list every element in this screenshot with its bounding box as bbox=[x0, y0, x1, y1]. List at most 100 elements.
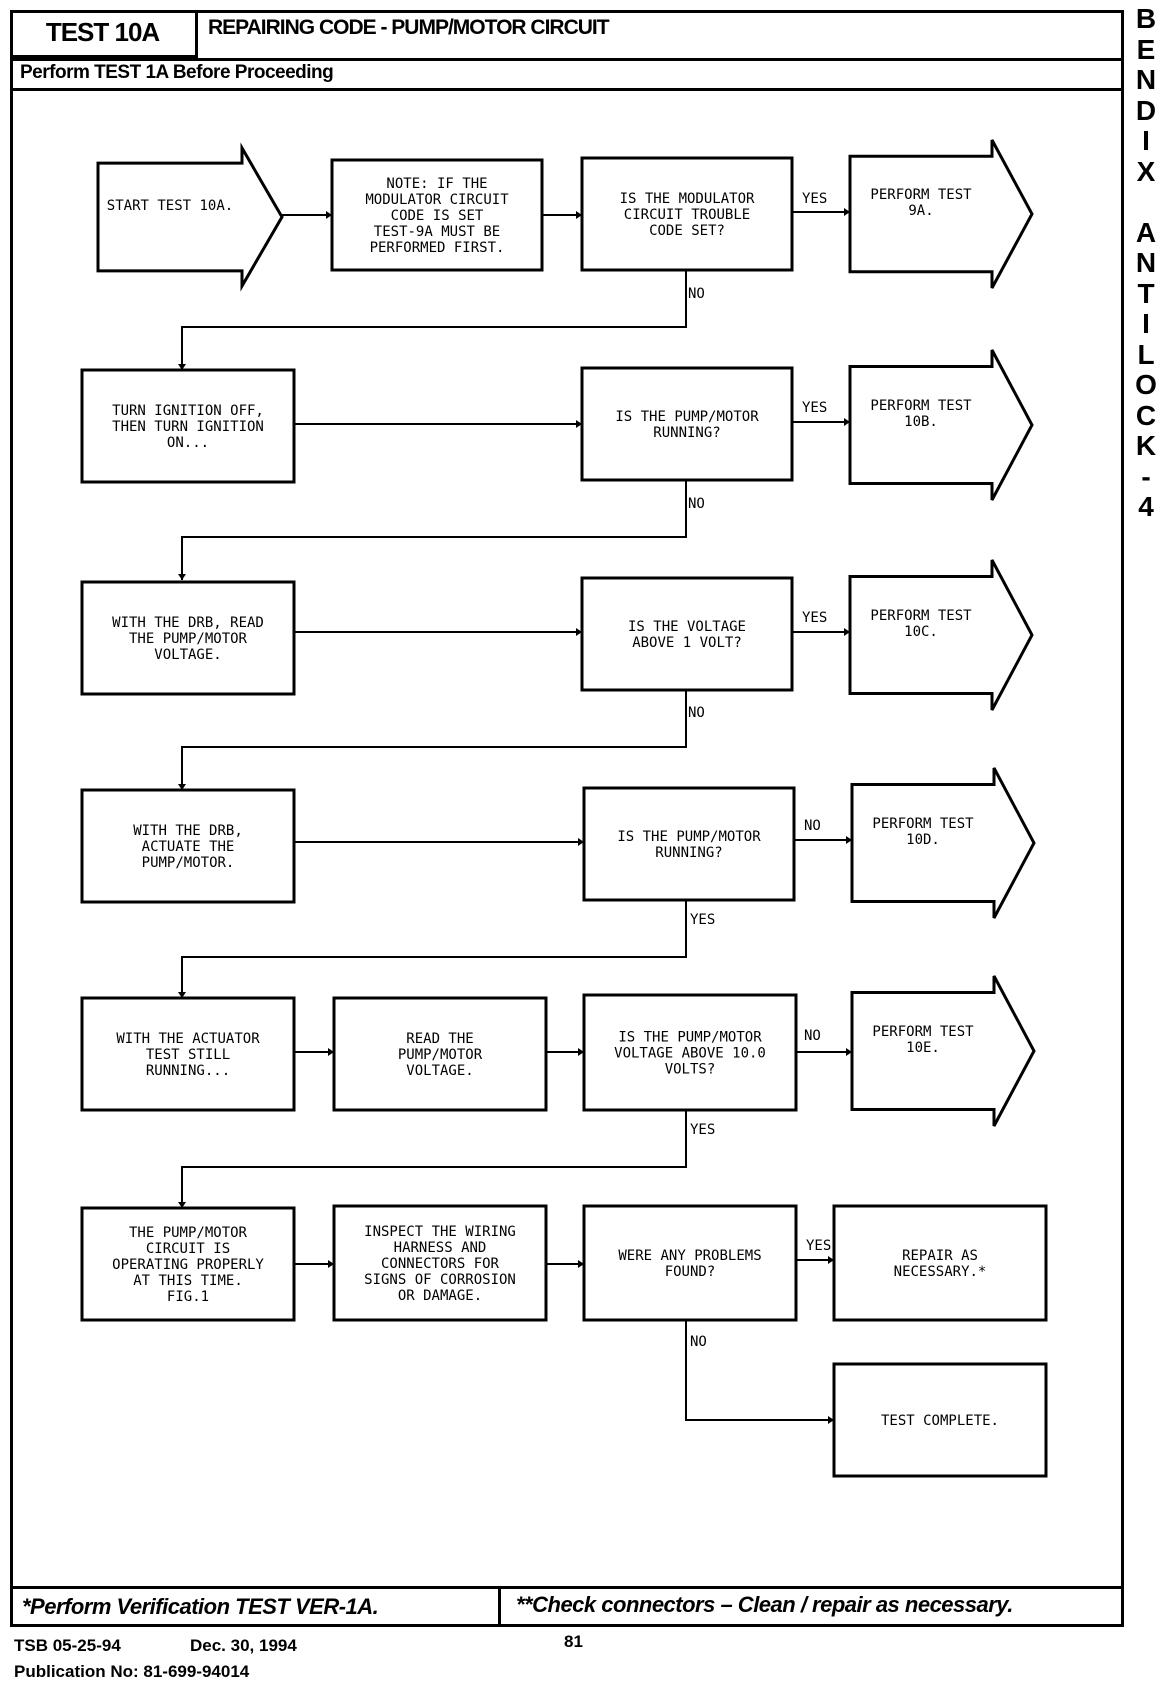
question-1-box-text: IS THE MODULATOR bbox=[620, 191, 755, 207]
date: Dec. 30, 1994 bbox=[190, 1636, 297, 1655]
question-5-box-text: VOLTS? bbox=[665, 1062, 716, 1078]
yes-label: YES bbox=[690, 912, 715, 928]
page-title: REPAIRING CODE - PUMP/MOTOR CIRCUIT bbox=[208, 16, 610, 39]
test-id: TEST 10A bbox=[10, 10, 198, 58]
no-connector-arrowhead bbox=[846, 1048, 852, 1056]
connector-arrowhead bbox=[576, 628, 582, 636]
no-connector-arrowhead bbox=[178, 574, 186, 580]
result-10c-arrow-text: 10C. bbox=[904, 624, 938, 640]
connector-arrowhead bbox=[328, 1048, 334, 1056]
side-letter: N bbox=[1135, 64, 1157, 95]
result-9a-arrow bbox=[848, 139, 1034, 289]
no-label: NO bbox=[690, 1334, 707, 1350]
footer-note-right: **Check connectors – Clean / repair as n… bbox=[516, 1592, 1013, 1617]
question-1-box-text: CODE SET? bbox=[649, 223, 725, 239]
footer-note-left: *Perform Verification TEST VER-1A. bbox=[22, 1594, 379, 1619]
no-label: NO bbox=[688, 705, 705, 721]
result-10c-arrow bbox=[848, 559, 1034, 711]
step-6b-box-text: OR DAMAGE. bbox=[398, 1288, 482, 1304]
question-1-box-text: CIRCUIT TROUBLE bbox=[624, 207, 750, 223]
step-4-box-text: WITH THE DRB, bbox=[133, 823, 243, 839]
step-6-box-text: FIG.1 bbox=[167, 1289, 209, 1305]
note-box-text: MODULATOR CIRCUIT bbox=[365, 192, 509, 208]
question-2-box-text: RUNNING? bbox=[653, 425, 720, 441]
yes-label: YES bbox=[806, 1238, 831, 1254]
question-5-box-text: IS THE PUMP/MOTOR bbox=[618, 1030, 762, 1046]
no-label: NO bbox=[688, 496, 705, 512]
no-connector-arrowhead bbox=[828, 1416, 834, 1424]
no-connector bbox=[181, 480, 687, 580]
yes-connector bbox=[181, 1110, 687, 1208]
result-9a-arrow-text: PERFORM TEST bbox=[870, 187, 972, 203]
subtitle: Perform TEST 1A Before Proceeding bbox=[20, 62, 334, 83]
step-2-box-text: THEN TURN IGNITION bbox=[112, 419, 264, 435]
step-2-box-text: ON... bbox=[167, 435, 209, 451]
yes-label: YES bbox=[802, 191, 827, 207]
result-10c-arrow-text: PERFORM TEST bbox=[870, 608, 972, 624]
no-label: NO bbox=[804, 818, 821, 834]
side-letter: N bbox=[1135, 247, 1157, 278]
step-3-box-text: WITH THE DRB, READ bbox=[112, 615, 264, 631]
note-box-text: CODE IS SET bbox=[391, 208, 484, 224]
side-letter: - bbox=[1141, 460, 1151, 492]
step-5-box-text: TEST STILL bbox=[146, 1047, 230, 1063]
side-letter: B bbox=[1135, 3, 1157, 34]
side-letter: C bbox=[1135, 399, 1157, 431]
publication-number: Publication No: 81-699-94014 bbox=[14, 1662, 250, 1681]
result-10b-arrow bbox=[848, 349, 1034, 501]
no-connector-arrowhead bbox=[846, 836, 852, 844]
repair-box bbox=[832, 1204, 1048, 1322]
no-connector-arrowhead bbox=[178, 364, 186, 370]
step-3-box-text: THE PUMP/MOTOR bbox=[129, 631, 248, 647]
yes-connector-arrowhead bbox=[844, 418, 850, 426]
repair-box-text: NECESSARY.* bbox=[894, 1264, 987, 1280]
yes-connector-arrowhead bbox=[178, 992, 186, 998]
no-connector-arrowhead bbox=[178, 784, 186, 790]
side-letter: K bbox=[1135, 430, 1157, 461]
connector-arrowhead bbox=[328, 1260, 334, 1268]
step-6b-box-text: SIGNS OF CORROSION bbox=[364, 1272, 516, 1288]
question-2-box-text: IS THE PUMP/MOTOR bbox=[615, 409, 759, 425]
connector-arrowhead bbox=[326, 211, 332, 219]
footer-separator bbox=[498, 1586, 501, 1627]
question-4-box-text: RUNNING? bbox=[655, 845, 722, 861]
start-arrow-text: START TEST 10A. bbox=[107, 198, 233, 214]
result-10b-arrow-text: PERFORM TEST bbox=[870, 398, 972, 414]
step-6-box-text: OPERATING PROPERLY bbox=[112, 1257, 264, 1273]
yes-connector-arrowhead bbox=[828, 1256, 834, 1264]
test-complete-box-text: TEST COMPLETE. bbox=[881, 1413, 999, 1429]
question-6-box-text: FOUND? bbox=[665, 1264, 716, 1280]
result-9a-arrow-text: 9A. bbox=[908, 203, 933, 219]
step-6-box-text: CIRCUIT IS bbox=[146, 1241, 230, 1257]
step-5b-box bbox=[332, 996, 548, 1112]
result-10b-arrow-text: 10B. bbox=[904, 414, 938, 430]
no-label: NO bbox=[688, 286, 705, 302]
result-10d-arrow-text: 10D. bbox=[906, 832, 940, 848]
note-box-text: NOTE: IF THE bbox=[386, 176, 487, 192]
yes-label: YES bbox=[690, 1122, 715, 1138]
no-connector bbox=[181, 270, 687, 370]
subtitle-divider bbox=[10, 88, 1124, 91]
step-4-box bbox=[80, 788, 296, 904]
step-6-box-text: AT THIS TIME. bbox=[133, 1273, 243, 1289]
step-6b-box-text: INSPECT THE WIRING bbox=[364, 1224, 516, 1240]
step-2-box bbox=[80, 368, 296, 484]
side-letter: I bbox=[1142, 308, 1150, 339]
step-6b-box-text: HARNESS AND bbox=[394, 1240, 487, 1256]
start-arrow bbox=[96, 142, 284, 292]
side-letter: E bbox=[1136, 33, 1156, 65]
yes-label: YES bbox=[802, 400, 827, 416]
no-label: NO bbox=[804, 1028, 821, 1044]
step-5b-box-text: READ THE bbox=[406, 1031, 473, 1047]
result-10d-arrow bbox=[850, 767, 1036, 919]
step-4-box-text: PUMP/MOTOR. bbox=[142, 855, 235, 871]
step-5-box-text: WITH THE ACTUATOR bbox=[116, 1031, 260, 1047]
question-6-box-text: WERE ANY PROBLEMS bbox=[618, 1248, 761, 1264]
yes-connector-arrowhead bbox=[178, 1202, 186, 1208]
connector-arrowhead bbox=[578, 1260, 584, 1268]
side-letter: T bbox=[1137, 277, 1155, 309]
repair-box-text: REPAIR AS bbox=[902, 1248, 978, 1264]
yes-connector bbox=[181, 900, 687, 998]
